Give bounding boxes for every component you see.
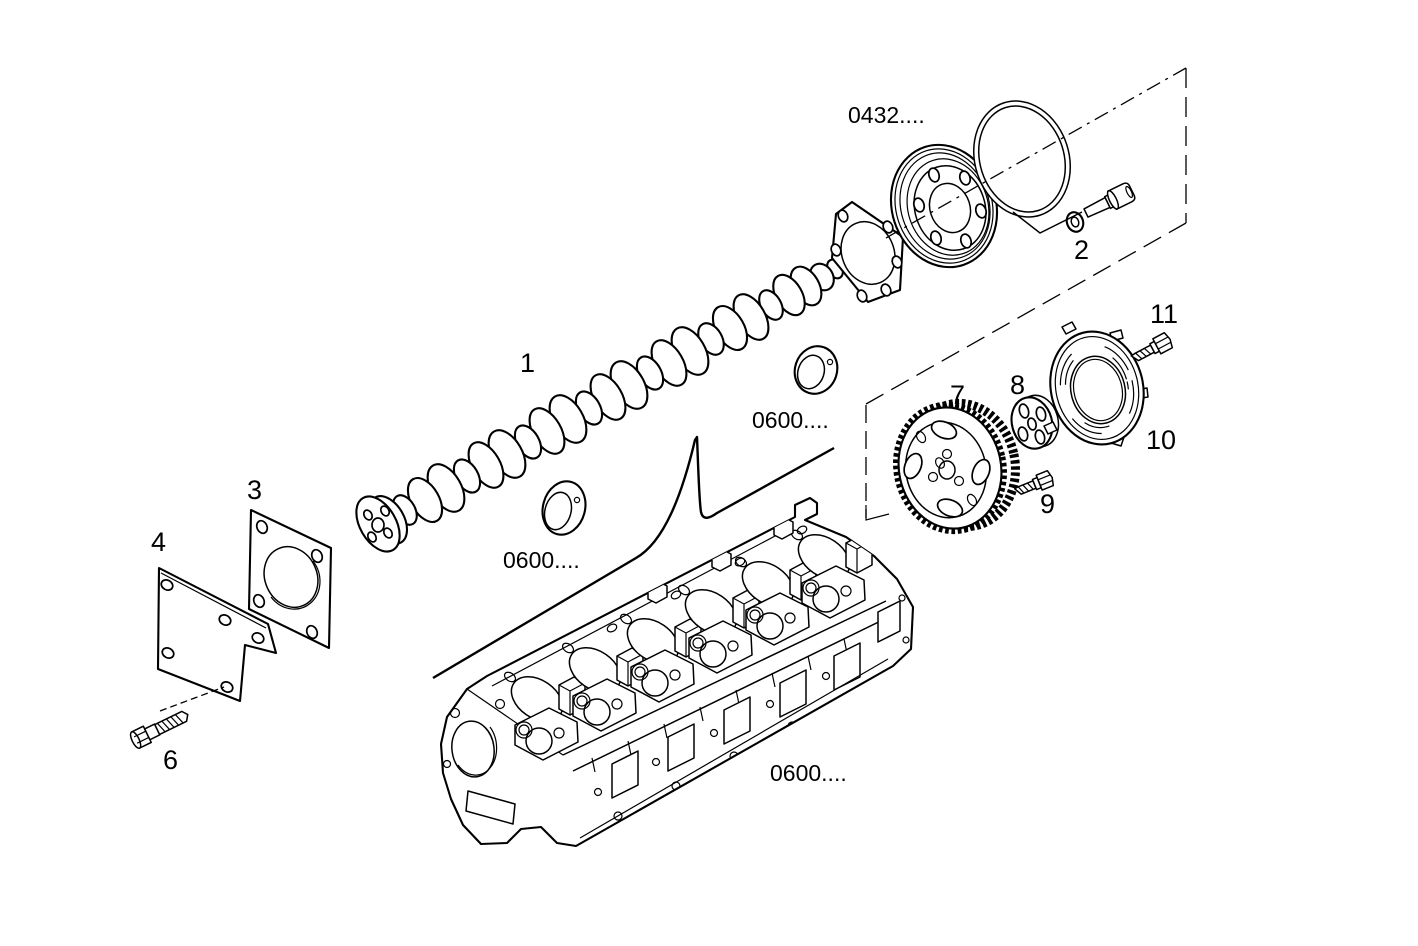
bearing-bush-upper <box>793 345 839 395</box>
callout-2[interactable]: 2 <box>1074 235 1089 265</box>
zone-edge-bottom <box>865 222 1187 405</box>
bolt-6-leader <box>159 686 225 712</box>
washer-2 <box>1065 211 1085 233</box>
code-0600-bottom[interactable]: 0600.... <box>770 760 847 786</box>
code-0600-middle[interactable]: 0600.... <box>503 547 580 573</box>
cylinder-head <box>439 496 915 848</box>
leader-line <box>432 435 835 680</box>
axis-jog-mark <box>1012 211 1083 234</box>
gasket-square <box>247 508 333 650</box>
bolt-2 <box>1083 182 1136 218</box>
cover-plate <box>1043 321 1149 447</box>
gasket-front-cover <box>830 200 905 304</box>
pulley-hub <box>889 143 999 269</box>
callout-1[interactable]: 1 <box>520 348 535 378</box>
callout-4[interactable]: 4 <box>151 527 166 557</box>
zone-corner-mark <box>865 505 890 521</box>
bearing-bush-lower <box>541 480 587 536</box>
camshaft-bore <box>451 720 495 778</box>
o-ring <box>972 100 1072 218</box>
code-0432[interactable]: 0432.... <box>848 102 925 128</box>
code-0600-upper[interactable]: 0600.... <box>752 407 829 433</box>
bolt-11 <box>1130 331 1174 362</box>
callout-6[interactable]: 6 <box>163 745 178 775</box>
labels: 0432.... 0600.... 0600.... 0600.... 1 2 … <box>151 102 1178 786</box>
callout-7[interactable]: 7 <box>950 380 965 410</box>
timing-gear <box>893 398 1020 535</box>
assembly-axis-line <box>885 67 1187 239</box>
callout-3[interactable]: 3 <box>247 475 262 505</box>
camshaft <box>355 258 844 553</box>
bracket-plate <box>156 566 278 703</box>
callout-9[interactable]: 9 <box>1040 489 1055 519</box>
callout-8[interactable]: 8 <box>1010 370 1025 400</box>
callout-11[interactable]: 11 <box>1150 299 1178 329</box>
bolt-6 <box>129 710 189 749</box>
bolt-9 <box>1013 469 1055 495</box>
callout-10[interactable]: 10 <box>1146 425 1176 455</box>
zone-dashed-lines <box>865 68 1187 521</box>
